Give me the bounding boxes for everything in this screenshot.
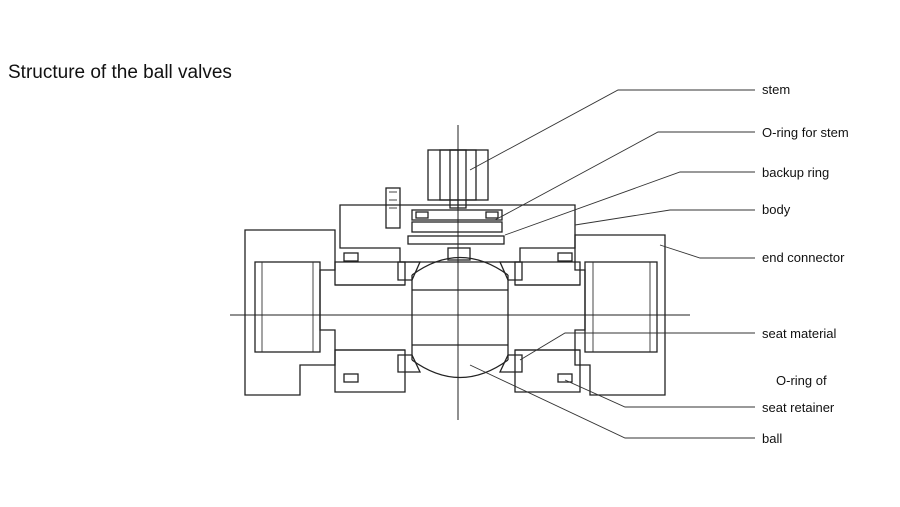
label-o-ring-for-stem: O-ring for stem [762, 125, 849, 140]
diagram-title: Structure of the ball valves [8, 62, 232, 83]
label-seat-retainer: seat retainer [762, 400, 835, 415]
label-backup-ring: backup ring [762, 165, 829, 180]
leader-lines [469, 89, 755, 439]
label-body: body [762, 202, 791, 217]
label-seat-material: seat material [762, 326, 837, 341]
label-ball: ball [762, 431, 782, 446]
label-end-connector: end connector [762, 250, 845, 265]
center-lines [230, 125, 690, 420]
seat-retainer-o-rings [343, 252, 573, 383]
label-o-ring-of: O-ring of [776, 373, 827, 388]
callout-labels: stem O-ring for stem backup ring body en… [762, 82, 849, 446]
end-connector-right [574, 234, 666, 396]
end-connector-left [244, 229, 336, 396]
label-stem: stem [762, 82, 790, 97]
seats [397, 261, 523, 373]
valve-body [334, 204, 581, 393]
ball [411, 256, 509, 379]
